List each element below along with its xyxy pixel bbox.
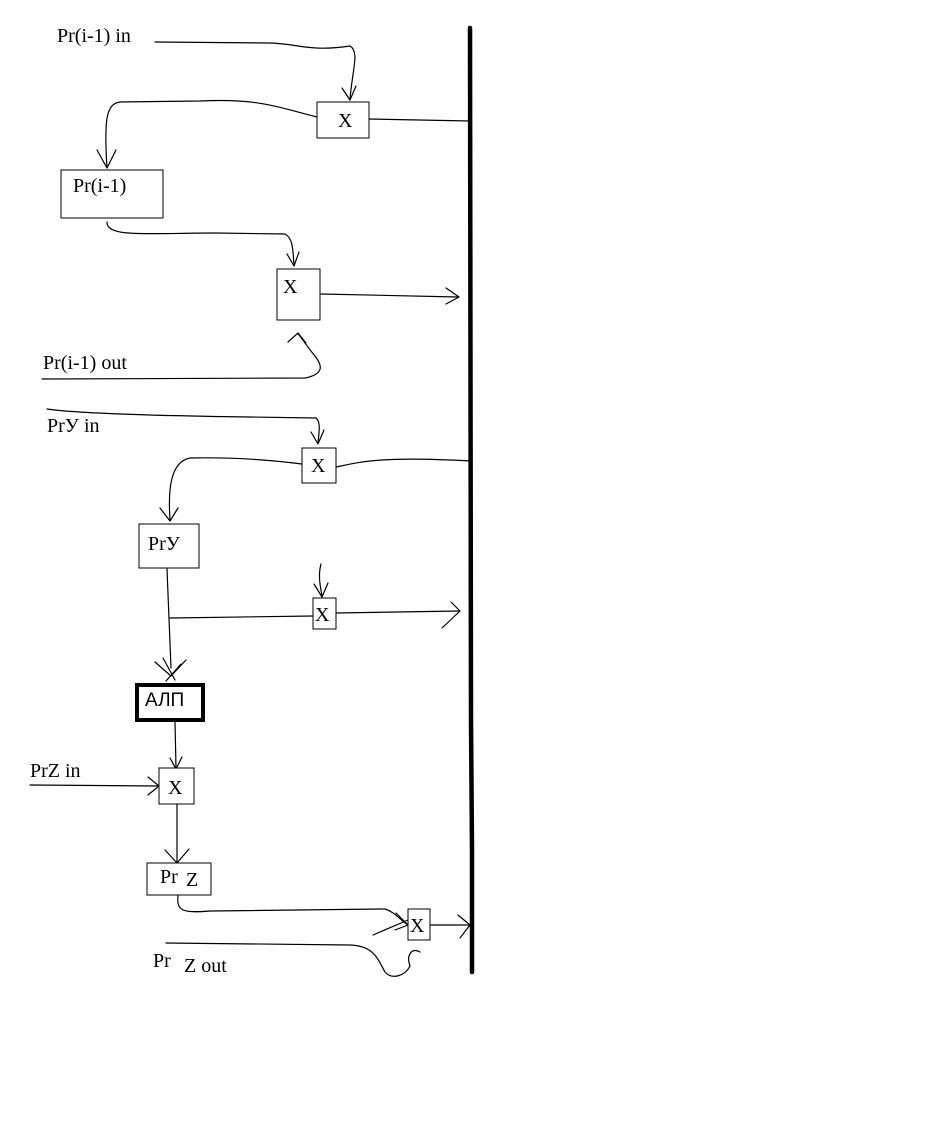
wire-pr-z-out	[165, 942, 411, 977]
label-pr-z-out-z: Z out	[184, 955, 227, 977]
register-prz	[146, 862, 212, 896]
wire-control-to-gate6	[408, 949, 421, 967]
register-pry-label: PrУ	[148, 533, 181, 555]
label-pr-i1-in: Pr(i-1) in	[57, 25, 131, 47]
wire-gate3-to-pry	[168, 457, 303, 521]
arrowhead	[341, 85, 357, 101]
wire-alu-to-gate5	[174, 721, 177, 769]
arrowhead	[445, 287, 460, 305]
wire-prz-to-gate6	[177, 895, 409, 926]
arrowhead	[159, 507, 179, 522]
register-prz-label-pr: Pr	[160, 866, 178, 888]
label-pr-i1-out: Pr(i-1) out	[43, 352, 127, 374]
gate-x-6	[407, 908, 431, 941]
wire-pry-in	[46, 408, 320, 444]
gate-x-5	[158, 767, 195, 805]
gate-x-4	[312, 597, 337, 630]
gate-x-4-label: X	[315, 604, 330, 626]
gate-x-2-label: X	[283, 276, 298, 298]
arrowhead	[313, 582, 329, 598]
wire-pr-i1-in	[154, 41, 356, 101]
gate-x-3	[301, 447, 337, 484]
wire-gate1-to-bus	[368, 118, 471, 122]
register-pr-i1	[60, 169, 164, 219]
label-pr-z-out-pr: Pr	[153, 950, 171, 972]
wire-gate1-to-pr-i1	[105, 99, 318, 169]
data-bus	[467, 25, 475, 975]
register-pry	[138, 523, 200, 569]
register-pr-i1-label: Pr(i-1)	[73, 175, 126, 197]
register-prz-label-z: Z	[186, 869, 198, 891]
wire-gate4-to-bus	[335, 610, 461, 614]
arrowhead	[441, 601, 461, 629]
gate-x-3-label: X	[311, 455, 326, 477]
label-prz-in: PrZ in	[30, 760, 81, 782]
arrowhead	[457, 914, 471, 939]
wire-prz-in	[29, 784, 159, 787]
arrowhead	[286, 251, 300, 267]
wire-control-to-gate4	[318, 563, 323, 597]
gate-x-5-label: X	[168, 777, 183, 799]
arrowhead	[96, 149, 117, 169]
wire-gate3-to-bus	[335, 458, 471, 468]
gate-x-6-label: X	[410, 915, 425, 937]
wire-gate6-side-input	[372, 919, 409, 936]
gate-x-2	[276, 268, 321, 321]
wire-gate2-to-bus	[320, 293, 459, 298]
arrowhead-alu-input	[154, 657, 187, 682]
arrowhead	[310, 429, 325, 445]
arrowhead	[287, 332, 307, 344]
alu-block	[135, 683, 205, 722]
gate-x-1-label: X	[338, 110, 353, 132]
alu-label: АЛП	[145, 690, 184, 711]
gate-x-1	[316, 101, 370, 139]
wire-pry-branch-to-gate4	[169, 615, 314, 619]
label-pry-in: PrУ in	[47, 415, 100, 437]
wire-pry-to-alu	[166, 568, 172, 669]
wire-pr-i1-to-gate2	[106, 221, 295, 267]
